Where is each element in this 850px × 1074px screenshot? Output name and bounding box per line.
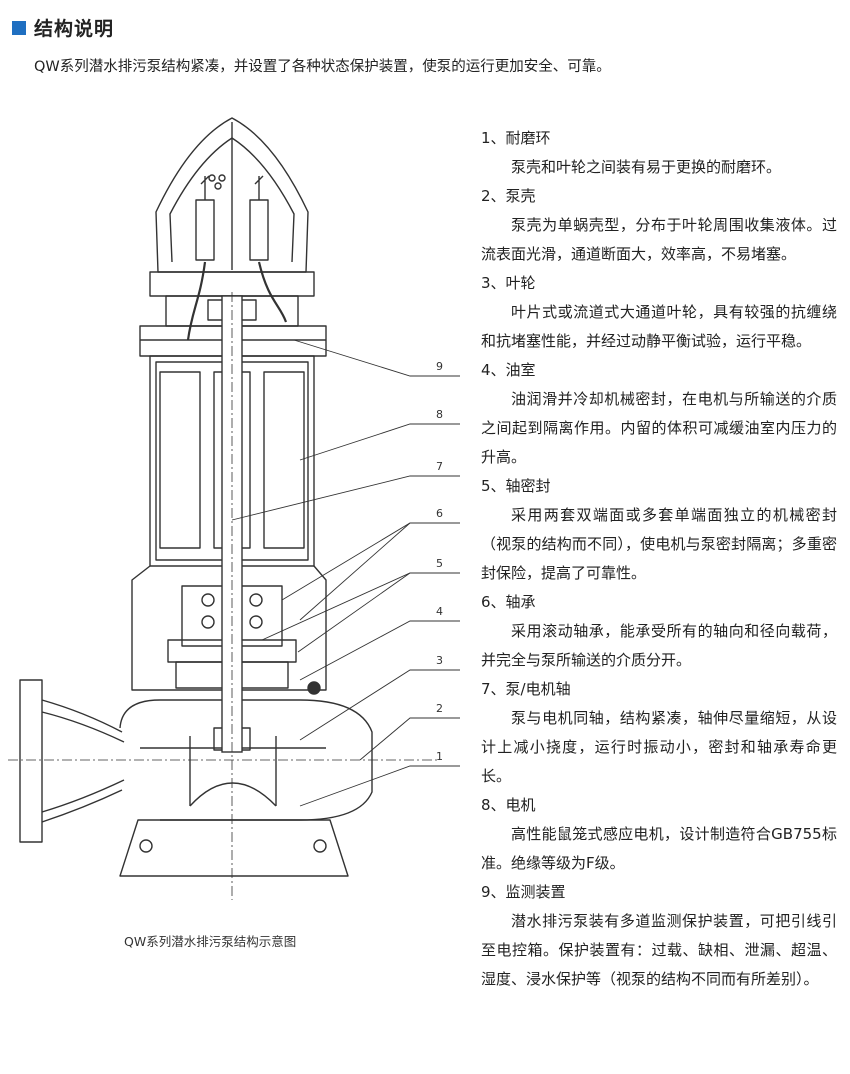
component-item: 3、叶轮 叶片式或流道式大通道叶轮，具有较强的抗缠绕和抗堵塞性能，并经过动静平衡… [481, 269, 837, 356]
shaft [221, 292, 243, 900]
component-heading: 5、轴密封 [481, 477, 551, 495]
component-description: 油润滑并冷却机械密封，在电机与所输送的介质之间起到隔离作用。内留的体积可减缓油室… [481, 390, 837, 466]
component-heading: 7、泵/电机轴 [481, 680, 571, 698]
component-description: 泵壳为单蜗壳型，分布于叶轮周围收集液体。过流表面光滑，通道断面大，效率高，不易堵… [481, 216, 837, 263]
cable-left [186, 261, 207, 341]
callout-5: 5 [436, 557, 443, 570]
callout-leaders [231, 339, 460, 807]
component-description: 泵与电机同轴，结构紧凑，轴伸尽量缩短，从设计上减小挠度，运行时振动小，密封和轴承… [481, 709, 837, 785]
component-description: 潜水排污泵装有多道监测保护装置，可把引线引至电控箱。保护装置有：过载、缺相、泄漏… [481, 912, 837, 988]
callout-2: 2 [436, 702, 443, 715]
pump-base [119, 819, 349, 877]
callout-9: 9 [436, 360, 443, 373]
pump-structure-diagram: 9 8 7 6 5 4 3 2 1 [0, 110, 470, 910]
callout-labels: 9 8 7 6 5 4 3 2 1 [436, 360, 443, 763]
component-item: 1、耐磨环 泵壳和叶轮之间装有易于更换的耐磨环。 [481, 124, 837, 182]
component-heading: 3、叶轮 [481, 274, 536, 292]
component-description: 泵壳和叶轮之间装有易于更换的耐磨环。 [511, 158, 782, 176]
section-title: 结构说明 [34, 18, 115, 40]
section-marker-icon [12, 20, 26, 35]
callout-6: 6 [436, 507, 443, 520]
discharge-flange [19, 679, 125, 843]
component-item: 8、电机 高性能鼠笼式感应电机，设计制造符合GB755标准。绝缘等级为F级。 [481, 791, 837, 878]
component-item: 4、油室 油润滑并冷却机械密封，在电机与所输送的介质之间起到隔离作用。内留的体积… [481, 356, 837, 472]
component-description: 叶片式或流道式大通道叶轮，具有较强的抗缠绕和抗堵塞性能，并经过动静平衡试验，运行… [481, 303, 837, 350]
component-description: 高性能鼠笼式感应电机，设计制造符合GB755标准。绝缘等级为F级。 [481, 825, 837, 872]
component-heading: 4、油室 [481, 361, 536, 379]
component-heading: 9、监测装置 [481, 883, 566, 901]
component-item: 2、泵壳 泵壳为单蜗壳型，分布于叶轮周围收集液体。过流表面光滑，通道断面大，效率… [481, 182, 837, 269]
callout-1: 1 [436, 750, 443, 763]
component-item: 9、监测装置 潜水排污泵装有多道监测保护装置，可把引线引至电控箱。保护装置有：过… [481, 878, 837, 994]
cable-hood [155, 117, 309, 273]
pump-drawing: 9 8 7 6 5 4 3 2 1 [8, 117, 460, 900]
component-item: 5、轴密封 采用两套双端面或多套单端面独立的机械密封（视泵的结构而不同），使电机… [481, 472, 837, 588]
component-heading: 1、耐磨环 [481, 129, 551, 147]
component-heading: 8、电机 [481, 796, 536, 814]
component-heading: 6、轴承 [481, 593, 536, 611]
cable-right [257, 261, 288, 323]
callout-7: 7 [436, 460, 443, 473]
callout-8: 8 [436, 408, 443, 421]
callout-3: 3 [436, 654, 443, 667]
component-description: 采用滚动轴承，能承受所有的轴向和径向载荷，并完全与泵所输送的介质分开。 [481, 622, 837, 669]
section-header: 结构说明 [12, 14, 114, 41]
component-heading: 2、泵壳 [481, 187, 536, 205]
figure-caption: QW系列潜水排污泵结构示意图 [124, 934, 297, 949]
callout-4: 4 [436, 605, 443, 618]
component-item: 7、泵/电机轴 泵与电机同轴，结构紧凑，轴伸尽量缩短，从设计上减小挠度，运行时振… [481, 675, 837, 791]
intro-text: QW系列潜水排污泵结构紧凑，并设置了各种状态保护装置，使泵的运行更加安全、可靠。 [34, 59, 611, 75]
component-description: 采用两套双端面或多套单端面独立的机械密封（视泵的结构而不同），使电机与泵密封隔离… [481, 506, 837, 582]
component-item: 6、轴承 采用滚动轴承，能承受所有的轴向和径向载荷，并完全与泵所输送的介质分开。 [481, 588, 837, 675]
component-list: 1、耐磨环 泵壳和叶轮之间装有易于更换的耐磨环。 2、泵壳 泵壳为单蜗壳型，分布… [481, 124, 837, 994]
